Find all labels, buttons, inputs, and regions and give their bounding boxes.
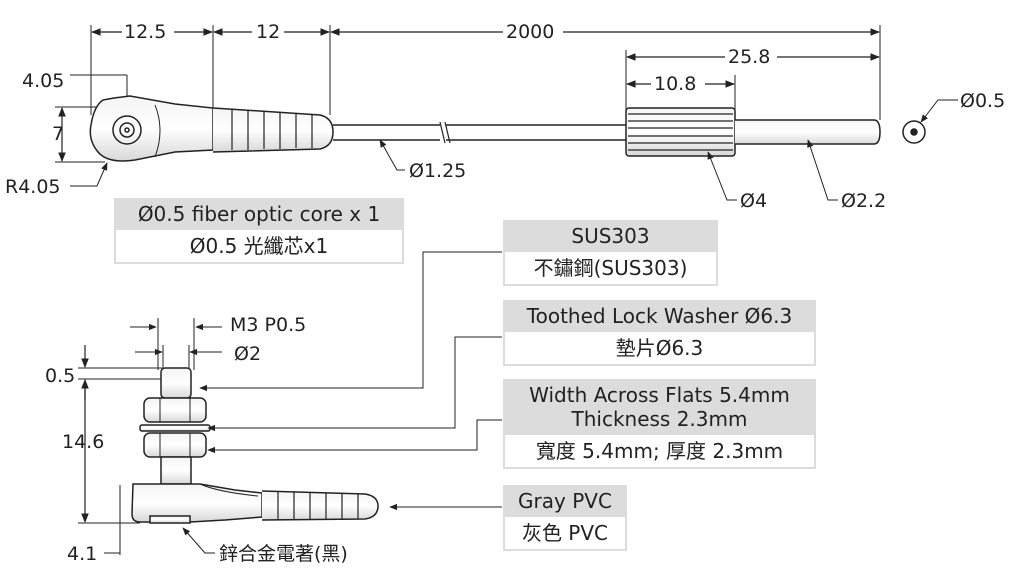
callout-nut-head: Width Across Flats 5.4mm Thickness 2.3mm xyxy=(503,379,816,435)
thread-spec: M3 P0.5 xyxy=(230,314,306,336)
callout-washer-en: Toothed Lock Washer Ø6.3 xyxy=(503,300,816,332)
dim-0-5: 0.5 xyxy=(45,365,75,387)
callout-stainless-zh: 不鏽鋼(SUS303) xyxy=(503,252,718,286)
dia-2: Ø2 xyxy=(234,343,261,365)
dim-12: 12 xyxy=(256,21,280,43)
callout-stainless: SUS303 不鏽鋼(SUS303) xyxy=(503,220,718,286)
callout-washer-zh: 墊片Ø6.3 xyxy=(503,332,816,366)
dim-25-8: 25.8 xyxy=(728,46,770,68)
callout-washer: Toothed Lock Washer Ø6.3 墊片Ø6.3 xyxy=(503,300,816,366)
callout-pvc-en: Gray PVC xyxy=(503,485,627,517)
dia-1-25: Ø1.25 xyxy=(409,160,466,182)
callout-nut-zh: 寬度 5.4mm; 厚度 2.3mm xyxy=(503,435,816,469)
callout-nut: Width Across Flats 5.4mm Thickness 2.3mm… xyxy=(503,379,816,469)
callout-fiber: Ø0.5 fiber optic core x 1 Ø0.5 光纖芯x1 xyxy=(114,198,404,264)
callout-pvc: Gray PVC 灰色 PVC xyxy=(503,485,627,551)
dim-10-8: 10.8 xyxy=(654,73,696,95)
dim-4-05: 4.05 xyxy=(22,70,64,92)
dim-4-1: 4.1 xyxy=(67,543,97,565)
dim-12-5: 12.5 xyxy=(124,21,166,43)
dia-4: Ø4 xyxy=(740,190,767,212)
dim-7: 7 xyxy=(52,123,64,145)
dia-2-2: Ø2.2 xyxy=(841,190,886,212)
dim-2000: 2000 xyxy=(506,21,554,43)
material-zinc-label: 鋅合金電著(黑) xyxy=(219,543,348,565)
top-dimension-labels: 12.5 12 2000 25.8 10.8 4.05 7 R4.05 Ø1.2… xyxy=(5,20,1005,212)
side-view xyxy=(78,251,502,555)
top-view xyxy=(55,25,958,201)
callout-fiber-en: Ø0.5 fiber optic core x 1 xyxy=(114,198,404,230)
dia-0-5: Ø0.5 xyxy=(960,90,1005,112)
callout-nut-en-line1: Width Across Flats 5.4mm xyxy=(529,383,790,407)
callout-pvc-zh: 灰色 PVC xyxy=(503,517,627,551)
callout-nut-en-line2: Thickness 2.3mm xyxy=(571,407,748,431)
radius-4-05: R4.05 xyxy=(5,176,61,198)
callout-fiber-zh: Ø0.5 光纖芯x1 xyxy=(114,230,404,264)
side-dimension-labels: M3 P0.5 Ø2 0.5 14.6 4.1 鋅合金電著(黑) xyxy=(45,314,348,565)
callout-stainless-en: SUS303 xyxy=(503,220,718,252)
dim-14-6: 14.6 xyxy=(62,431,104,453)
